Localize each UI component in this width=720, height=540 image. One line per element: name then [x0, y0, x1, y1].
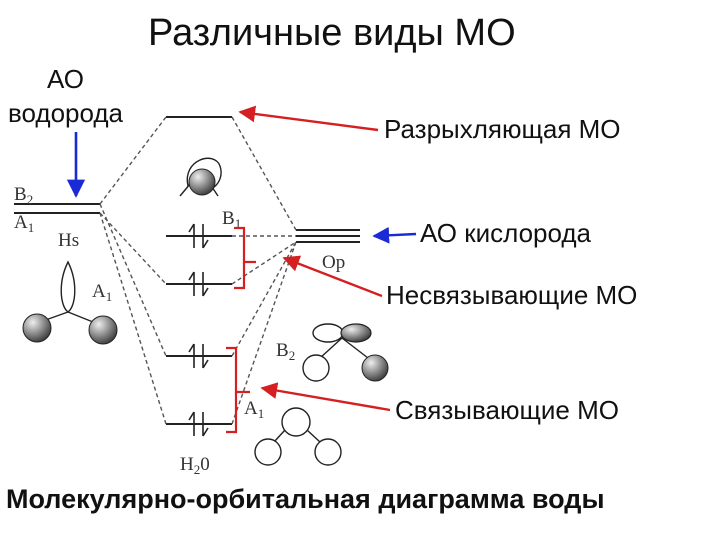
- correlation-lines: [99, 116, 297, 425]
- nonbonding-mo-label: Несвязывающие МО: [386, 280, 638, 310]
- bonding-mo-label: Связывающие МО: [395, 395, 619, 425]
- nonbonding-bracket-upper: [234, 226, 256, 264]
- hydrogen-a1-orbital-picture: [22, 260, 118, 345]
- electron-down-icon: [202, 412, 209, 437]
- electron-down-icon: [202, 224, 209, 249]
- ao-hydrogen-line1: АО: [47, 64, 85, 94]
- electron-pairs: [188, 223, 209, 437]
- ao-oxygen-label: АО кислорода: [420, 218, 592, 248]
- mo-group-brackets: [226, 226, 256, 434]
- antibonding-pointer-arrow: [238, 105, 379, 132]
- b1-symbol: B1: [222, 208, 241, 231]
- electron-up-icon: [188, 271, 195, 296]
- page-title: Различные виды МО: [148, 12, 516, 54]
- a1-oxygen-orbital-picture: [254, 407, 342, 466]
- electron-down-icon: [202, 344, 209, 369]
- level-symbols: B2 A1 Hs A1 B1 Op B2 A1 H20: [14, 184, 345, 477]
- antibonding-orbital-picture: [179, 157, 222, 197]
- a1-hydrogen-orbital-symbol: A1: [92, 281, 112, 304]
- hs-symbol: Hs: [58, 230, 79, 251]
- energy-levels: [14, 116, 360, 425]
- antibonding-mo-label: Разрыхляющая МО: [384, 114, 621, 144]
- ao-hydrogen-line2: водорода: [8, 98, 124, 128]
- nonbonding-bracket-lower: [234, 262, 246, 290]
- nonbonding-pointer-arrow: [282, 255, 383, 298]
- h2o-symbol: H20: [180, 454, 210, 477]
- ao-oxygen-pointer-arrow: [372, 226, 417, 244]
- electron-up-icon: [188, 411, 195, 436]
- bonding-bracket-lower: [226, 392, 238, 434]
- electron-up-icon: [188, 343, 195, 368]
- a1-hydrogen-symbol: A1: [14, 212, 34, 235]
- bonding-bracket-upper: [226, 346, 250, 394]
- a1-oxygen-symbol: A1: [244, 398, 264, 421]
- b2-oxygen-orbital-picture: [302, 323, 389, 382]
- op-symbol: Op: [322, 252, 345, 273]
- diagram-caption: Молекулярно-орбитальная диаграмма воды: [6, 484, 605, 514]
- ao-hydrogen-label: АО водорода: [8, 62, 123, 130]
- b2-hydrogen-symbol: B2: [14, 184, 33, 207]
- electron-down-icon: [202, 272, 209, 297]
- b2-oxygen-symbol: B2: [276, 340, 295, 363]
- bonding-pointer-arrow: [260, 382, 391, 412]
- electron-up-icon: [188, 223, 195, 248]
